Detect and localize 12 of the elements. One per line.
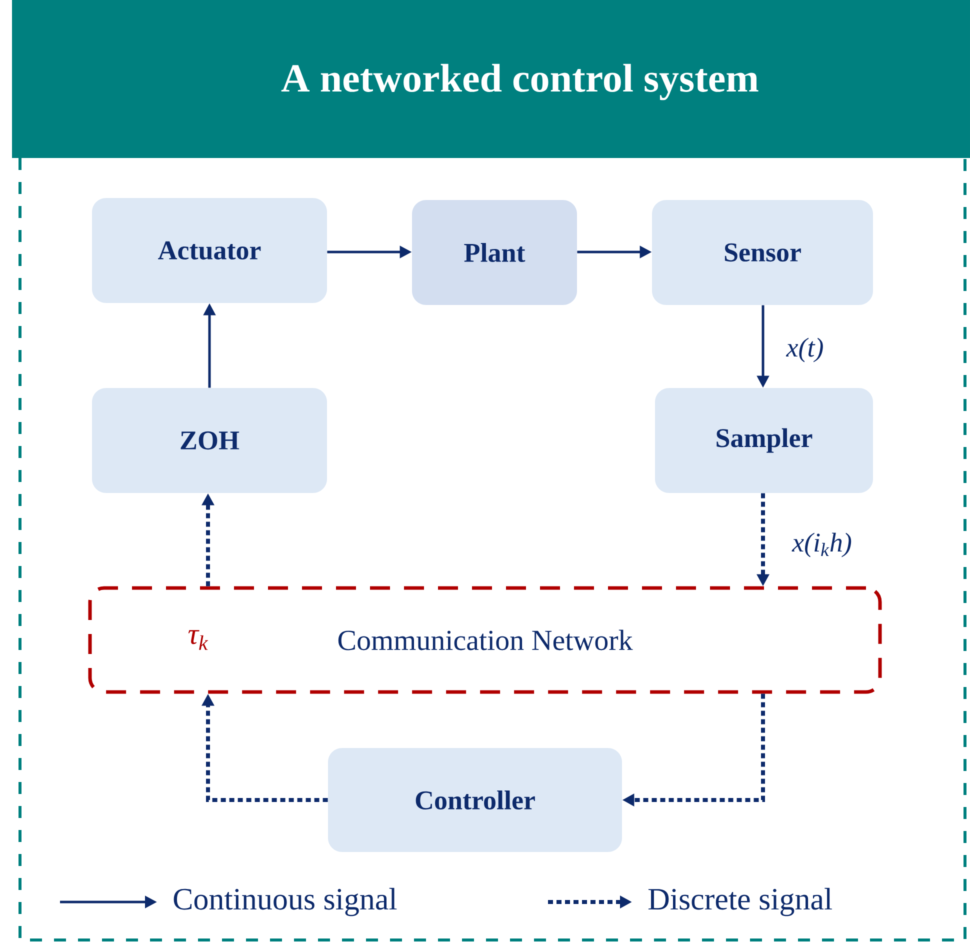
process-box: ZOH <box>92 388 327 493</box>
process-box: Sensor <box>652 200 873 305</box>
edge-label: x(i$_{k}$h) <box>791 532 853 558</box>
legend-text: Continuous signal <box>174 888 397 916</box>
process-box: Actuator <box>92 198 327 303</box>
process-box: Plant <box>412 200 577 305</box>
process-box: Controller <box>328 748 622 852</box>
network-box: τ$_{k}$ Communication Network <box>88 586 882 694</box>
legend-text: Discrete signal <box>648 888 832 916</box>
edge-label: x(t) <box>785 336 825 364</box>
process-box: Sampler <box>655 388 873 493</box>
title-band: A networked control system <box>12 0 970 158</box>
